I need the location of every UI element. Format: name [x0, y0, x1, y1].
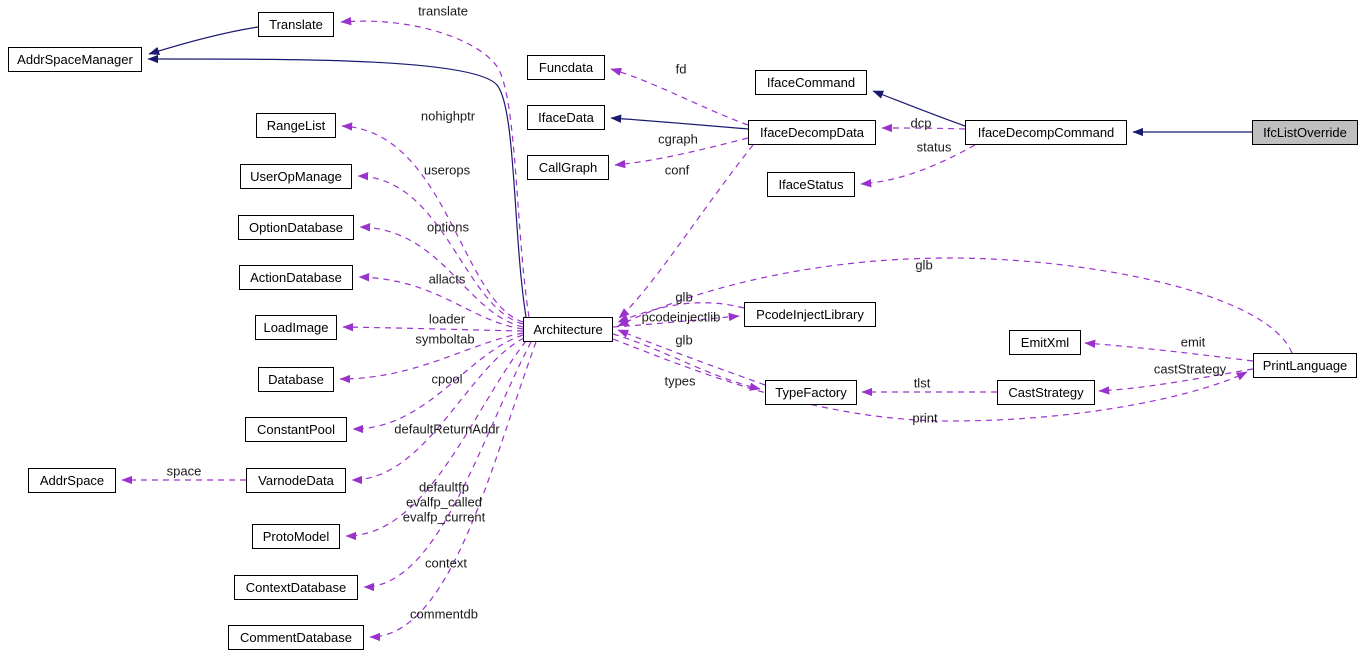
- node-emitxml[interactable]: EmitXml: [1009, 330, 1081, 355]
- edge-ifacedecompdata-funcdata: [610, 67, 749, 126]
- edge-architecture-rangelist: [341, 122, 524, 323]
- node-database[interactable]: Database: [258, 367, 334, 392]
- edge-printlanguage-emitxml: [1084, 339, 1254, 362]
- edge-printlanguage-caststrategy: [1098, 368, 1254, 395]
- edge-pcodeinjectlibrary-architecture: [617, 302, 745, 323]
- node-pcodeinjectlibrary[interactable]: PcodeInjectLibrary: [744, 302, 876, 327]
- node-ifclistoverride[interactable]: IfcListOverride: [1252, 120, 1358, 145]
- node-ifacedata[interactable]: IfaceData: [527, 105, 605, 130]
- edge-ifacedecompdata-callgraph: [614, 137, 749, 169]
- edge-ifacedecompdata-ifacedata: [610, 114, 749, 130]
- node-typefactory[interactable]: TypeFactory: [765, 380, 857, 405]
- node-addrspace[interactable]: AddrSpace: [28, 468, 116, 493]
- edge-architecture-varnodedata: [351, 337, 525, 485]
- edge-architecture-useropmanage: [357, 172, 524, 325]
- edge-architecture-optiondatabase: [359, 223, 524, 328]
- node-constantpool[interactable]: ConstantPool: [245, 417, 347, 442]
- edge-architecture-addrspacemanager: [147, 54, 527, 318]
- node-translate[interactable]: Translate: [258, 12, 334, 37]
- node-optiondatabase[interactable]: OptionDatabase: [238, 215, 354, 240]
- edge-ifacedecompcommand-ifacedecompdata: [881, 123, 966, 133]
- node-useropmanage[interactable]: UserOpManage: [240, 164, 352, 189]
- node-rangelist[interactable]: RangeList: [256, 113, 336, 138]
- edge-ifacedecompcommand-ifacecommand: [872, 90, 966, 127]
- node-protomodel[interactable]: ProtoModel: [252, 524, 340, 549]
- edge-architecture-printlanguage: [612, 338, 1248, 422]
- node-caststrategy[interactable]: CastStrategy: [997, 380, 1095, 405]
- node-addrspacemanager[interactable]: AddrSpaceManager: [8, 47, 142, 72]
- edge-translate-addrspacemanager: [148, 26, 259, 55]
- edge-printlanguage-architecture: [617, 257, 1293, 354]
- node-commentdatabase[interactable]: CommentDatabase: [228, 625, 364, 650]
- edge-architecture-commentdatabase: [369, 341, 537, 642]
- edge-architecture-database: [339, 332, 524, 384]
- node-varnodedata[interactable]: VarnodeData: [246, 468, 346, 493]
- edge-architecture-protomodel: [345, 340, 527, 541]
- edge-architecture-translate: [340, 16, 530, 318]
- node-architecture[interactable]: Architecture: [523, 317, 613, 342]
- node-ifacedecompcommand[interactable]: IfaceDecompCommand: [965, 120, 1127, 145]
- node-contextdatabase[interactable]: ContextDatabase: [234, 575, 358, 600]
- edge-architecture-loadimage: [342, 322, 524, 332]
- edge-architecture-contextdatabase: [363, 341, 532, 592]
- node-ifacedecompdata[interactable]: IfaceDecompData: [748, 120, 876, 145]
- edge-ifacedecompcommand-ifacestatus: [860, 144, 976, 188]
- edge-architecture-constantpool: [352, 334, 524, 434]
- node-loadimage[interactable]: LoadImage: [255, 315, 337, 340]
- edge-ifacedecompdata-architecture: [618, 144, 754, 319]
- edge-architecture-typefactory: [612, 333, 761, 391]
- node-funcdata[interactable]: Funcdata: [527, 55, 605, 80]
- edge-typefactory-architecture: [617, 329, 766, 386]
- node-callgraph[interactable]: CallGraph: [527, 155, 609, 180]
- node-ifacestatus[interactable]: IfaceStatus: [767, 172, 855, 197]
- edge-architecture-actiondatabase: [358, 273, 524, 330]
- node-ifacecommand[interactable]: IfaceCommand: [755, 70, 867, 95]
- node-printlanguage[interactable]: PrintLanguage: [1253, 353, 1357, 378]
- node-actiondatabase[interactable]: ActionDatabase: [239, 265, 353, 290]
- edge-architecture-pcodeinjectlibrary: [612, 312, 740, 328]
